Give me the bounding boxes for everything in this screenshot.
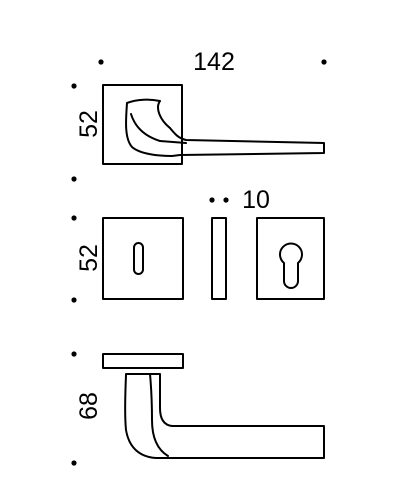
lever-neck-outer [125, 102, 173, 157]
rose-dim-label: 52 [75, 110, 103, 138]
lever-neck-inner [130, 113, 161, 142]
lever-side-view [102, 353, 325, 459]
escutcheon-dim-dot-bottom [71, 297, 77, 303]
lever-arm-crease [159, 140, 187, 144]
lever-dim-dot-bottom [71, 460, 77, 466]
lever-side-edge [149, 373, 169, 457]
width-dim-dot-left [98, 59, 104, 65]
rose-side-profile [102, 353, 184, 369]
lever-arm-top [169, 127, 325, 157]
key-slot-icon [133, 242, 144, 275]
key-escutcheon-plate [102, 217, 184, 300]
rose-height-dimension: 52 [71, 83, 103, 182]
lever-side-outline [124, 373, 325, 459]
cylinder-escutcheon [256, 217, 325, 300]
width-dimension: 142 [98, 48, 327, 76]
escutcheon-dim-dot-top [71, 215, 77, 221]
lever-neck-top [126, 98, 171, 129]
width-dim-label: 142 [193, 48, 235, 76]
width-dim-dot-right [321, 59, 327, 65]
thickness-dim-dot-right [223, 197, 229, 203]
lever-dim-dot-top [71, 351, 77, 357]
euro-cylinder-hole-icon [279, 242, 303, 289]
rose-plate [102, 84, 183, 165]
key-escutcheon [102, 217, 184, 300]
lever-dim-label: 68 [75, 392, 103, 420]
thickness-dim-label: 10 [242, 186, 270, 214]
cylinder-escutcheon-plate [256, 217, 325, 300]
escutcheon-side [211, 217, 227, 300]
escutcheon-dim-label: 52 [75, 244, 103, 272]
lever-top-view [102, 84, 325, 165]
rose-dim-dot-top [71, 83, 77, 89]
thickness-dimension: 10 [209, 186, 270, 214]
thickness-dim-dot-left [209, 197, 215, 203]
escutcheon-height-dimension: 52 [71, 215, 103, 303]
lever-height-dimension: 68 [71, 351, 103, 466]
escutcheon-side-profile [211, 217, 227, 300]
rose-dim-dot-bottom [71, 176, 77, 182]
